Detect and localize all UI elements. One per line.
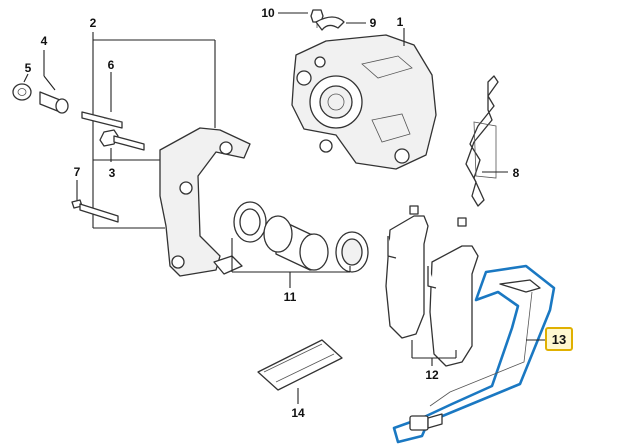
callout-7: 7 (74, 165, 81, 179)
callout-1: 1 (397, 15, 404, 29)
callout-9: 9 (370, 16, 377, 30)
part-4-guide-sleeve (39, 91, 69, 114)
callout-13: 13 (552, 332, 566, 347)
part-2-caliper-carrier (159, 127, 251, 277)
part-1-caliper-housing (291, 34, 437, 170)
callout-13-highlight-box (545, 327, 573, 351)
callout-8: 8 (513, 166, 520, 180)
callout-11: 11 (284, 290, 297, 304)
callout-4: 4 (41, 34, 48, 48)
callout-3: 3 (109, 166, 116, 180)
part-12-brake-pads (385, 205, 479, 367)
callout-14: 14 (291, 406, 305, 420)
part-6-bolt (81, 111, 123, 129)
part-3-bolt (99, 129, 145, 151)
callout-2: 2 (90, 16, 97, 30)
part-8-spring-clip (465, 75, 499, 207)
part-13-wear-sensor-highlighted (392, 264, 556, 444)
callout-5: 5 (25, 61, 32, 75)
part-5-cap (12, 83, 32, 101)
callout-6: 6 (108, 58, 115, 72)
part-9-clip (315, 16, 345, 31)
part-7-guide-pin (71, 199, 119, 223)
callout-10: 10 (261, 6, 275, 20)
callout-12: 12 (425, 368, 439, 382)
callout-labels: 1 2 3 4 5 6 7 8 9 10 11 12 14 13 (25, 6, 573, 420)
part-14-grease-packet (257, 339, 343, 391)
part-11-piston-and-seals (233, 201, 369, 273)
